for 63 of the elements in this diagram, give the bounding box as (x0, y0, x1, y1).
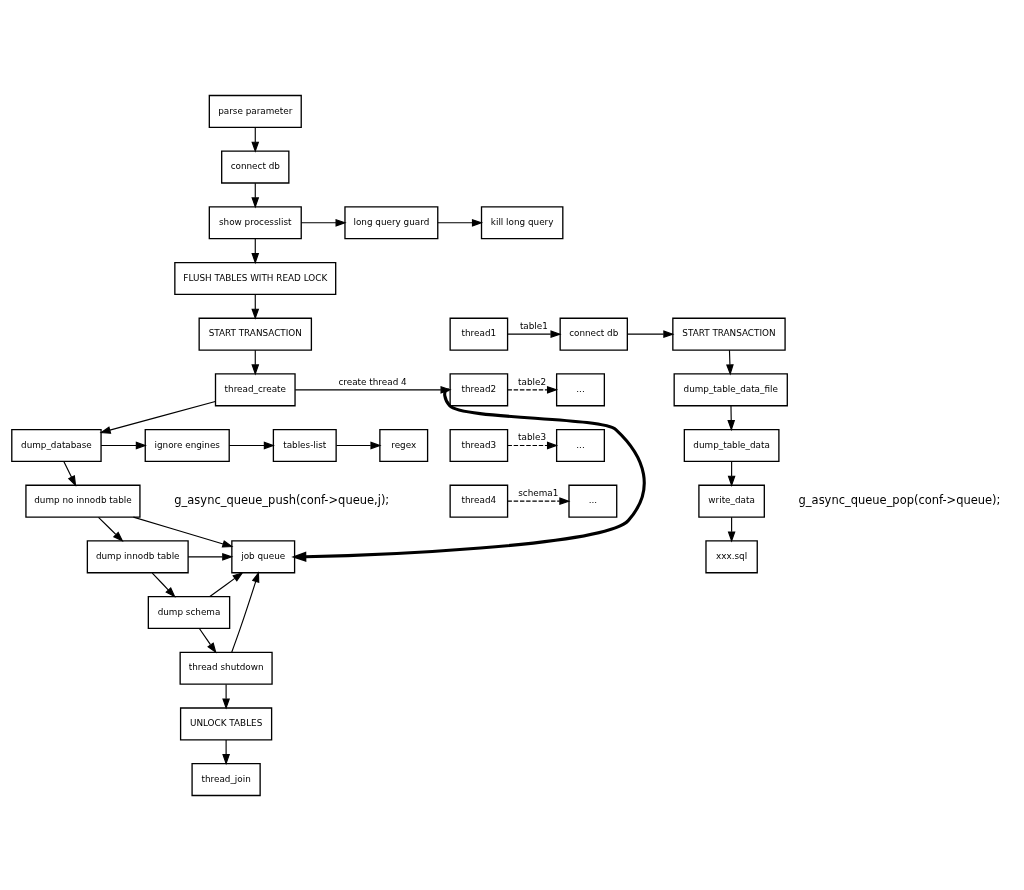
node-box: regex (379, 428, 429, 462)
node-box: thread shutdown (179, 651, 273, 685)
node-box: ... (555, 372, 605, 406)
node-box: thread_join (191, 762, 261, 796)
arrow (507, 329, 562, 338)
arrow (222, 683, 230, 710)
node-box: ignore engines (144, 428, 230, 462)
arrow (507, 496, 571, 505)
arrow (231, 570, 260, 653)
node-box: thread4 (449, 484, 509, 518)
arrow (97, 516, 124, 542)
node-box: connect db (221, 150, 290, 184)
node-box: FLUSH TABLES WITH READ LOCK (174, 261, 337, 295)
arrow (198, 627, 217, 654)
node-box: START TRANSACTION (672, 317, 786, 351)
arrow (209, 571, 244, 597)
edge-label: create thread 4 (338, 376, 407, 387)
node-box: thread3 (449, 428, 509, 462)
arrow (726, 349, 734, 375)
node-box: thread1 (449, 317, 509, 351)
node-box: write_data (698, 484, 765, 518)
node-box: UNLOCK TABLES (179, 706, 273, 740)
node-box: dump_database (11, 428, 102, 462)
node-box: dump_table_data (683, 428, 780, 462)
node-box: ... (555, 428, 605, 462)
arrow (727, 404, 736, 431)
node-box: dump schema (147, 595, 231, 629)
arrow (132, 516, 234, 548)
node-box: dump no innodb table (25, 484, 141, 518)
edge-label: table1 (519, 320, 548, 331)
node-box: dump innodb table (86, 539, 189, 573)
node-box: job queue (231, 539, 296, 573)
node-box: connect db (559, 317, 628, 351)
node-box: thread2 (449, 372, 509, 406)
node-box: tables-list (272, 428, 337, 462)
node-box: kill long query (480, 205, 564, 239)
node-box: long query guard (344, 205, 439, 239)
node-box: ... (568, 484, 618, 518)
arrow (99, 400, 216, 434)
node-box: show processlist (208, 205, 302, 239)
node-box: START TRANSACTION (198, 317, 313, 351)
node-box: parse parameter (208, 94, 302, 128)
arrow (187, 552, 234, 561)
arrow (291, 388, 646, 562)
arrow (507, 385, 559, 394)
arrow (300, 218, 347, 227)
edge-label: schema1 (518, 487, 559, 498)
arrow (222, 739, 230, 765)
arrow (228, 441, 275, 449)
arrow (335, 441, 382, 449)
node-box: dump_table_data_file (673, 372, 788, 406)
arrow (151, 571, 176, 598)
arrow (100, 441, 147, 449)
label: g_async_queue_push(conf->queue,j); (174, 492, 390, 507)
edge-label: table3 (518, 431, 547, 442)
node-box: thread_create (214, 372, 296, 406)
arrow (63, 460, 77, 487)
arrow (437, 218, 484, 227)
edge-label: table2 (518, 376, 547, 387)
arrow (626, 329, 675, 338)
arrow (507, 441, 559, 449)
label: g_async_queue_pop(conf->queue); (798, 492, 1001, 507)
node-box: xxx.sql (705, 539, 758, 573)
